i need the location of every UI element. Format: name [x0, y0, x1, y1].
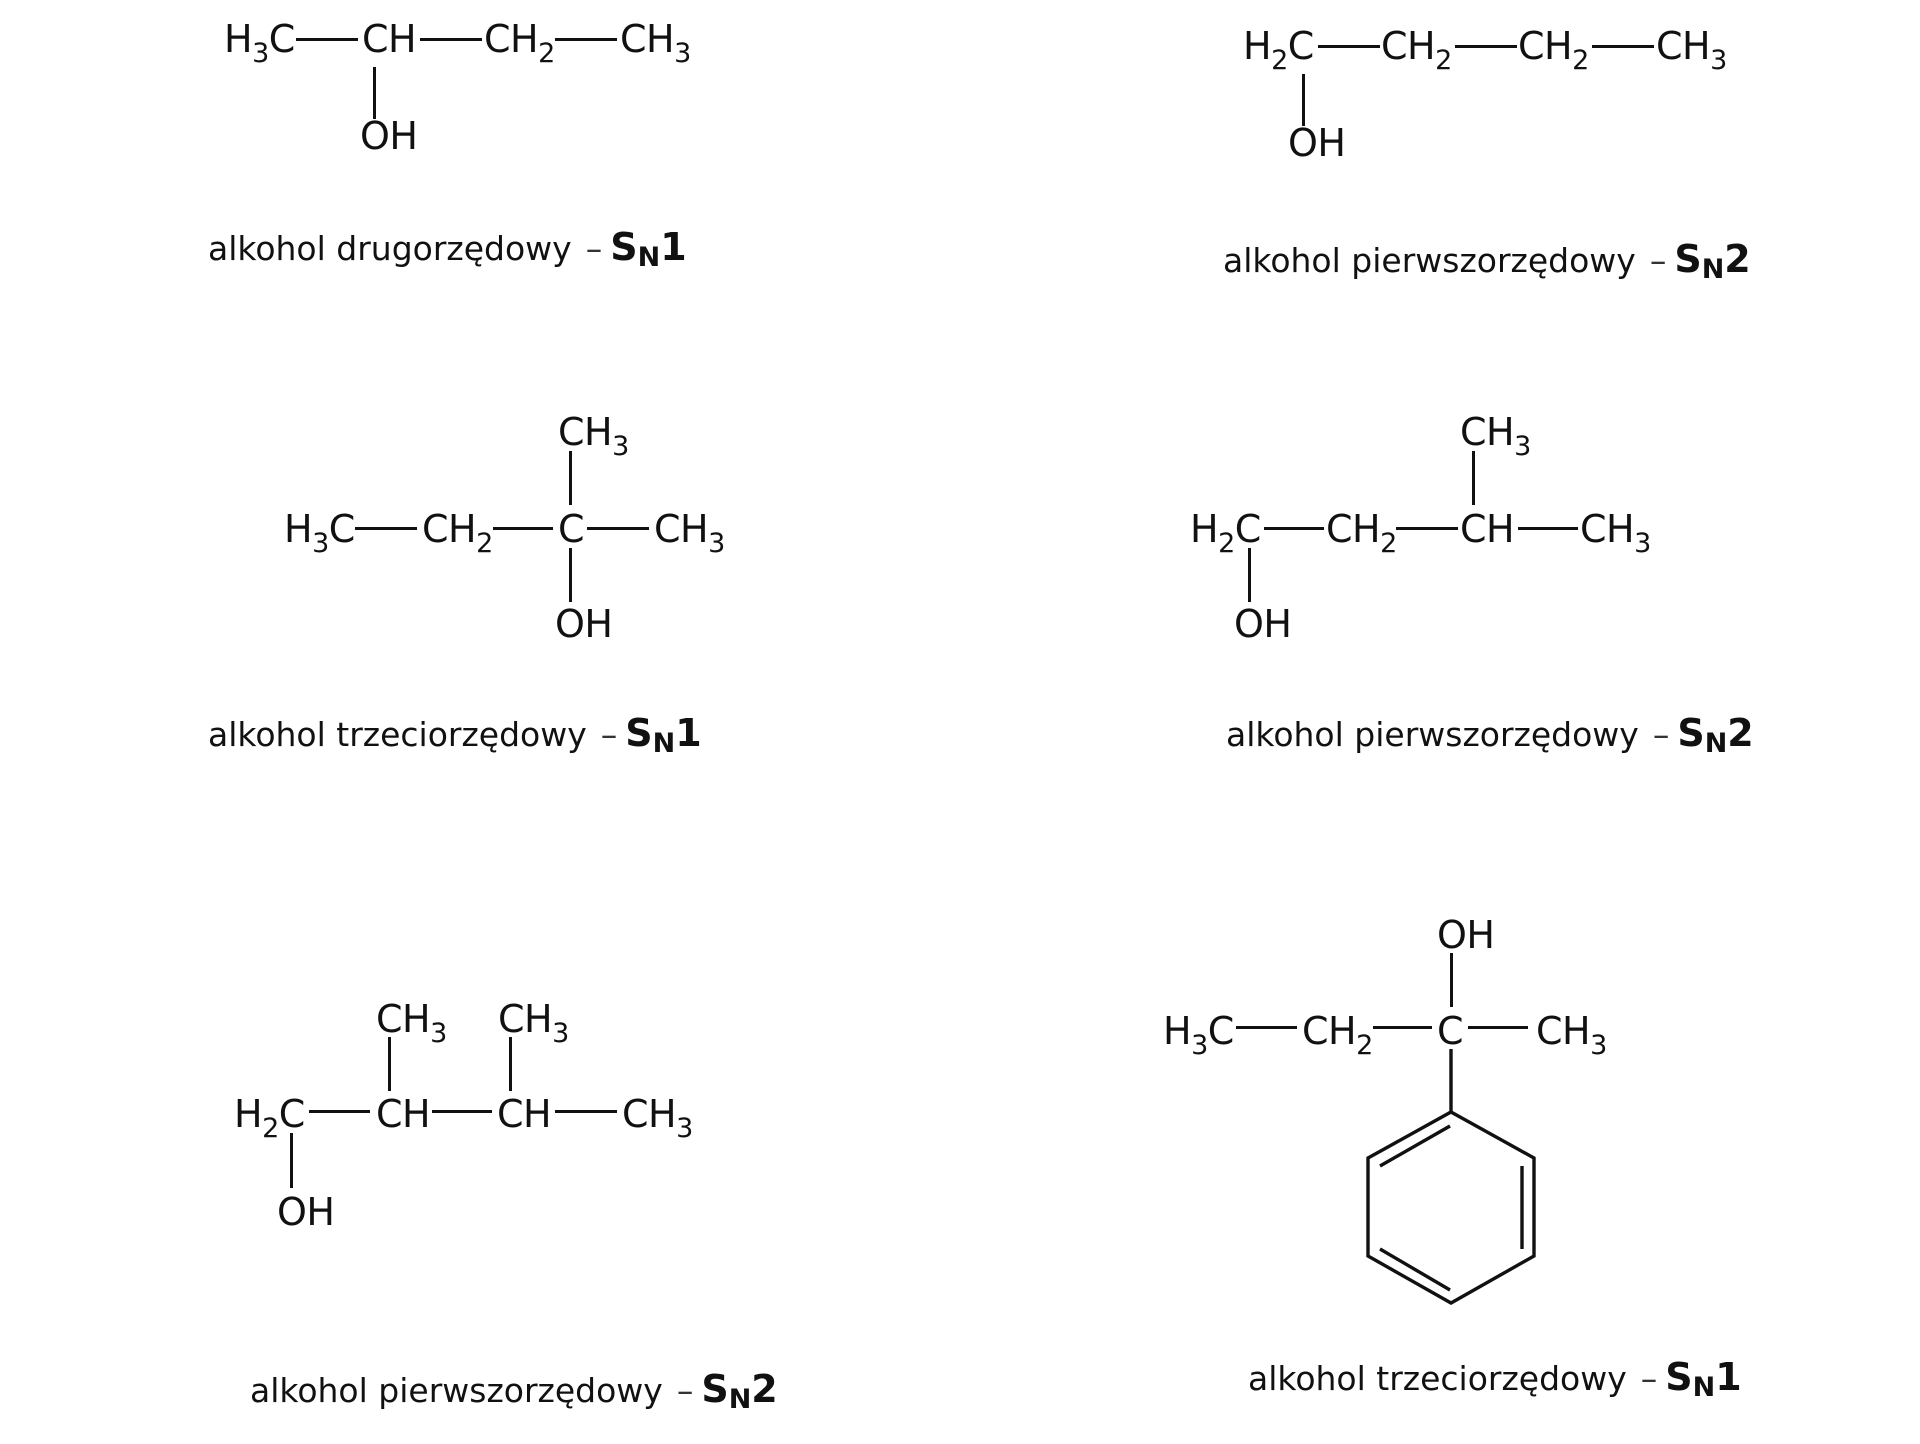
- bond: [1318, 45, 1380, 48]
- caption-alcohol-type: alkohol pierwszorzędowy–SN2: [250, 1367, 778, 1415]
- bond: [1373, 1026, 1432, 1029]
- bond: [1472, 451, 1475, 505]
- atom-h3c: H3C: [1163, 1009, 1234, 1061]
- mechanism-label: SN2: [1674, 237, 1751, 285]
- atom-h2c: H2C: [1243, 24, 1314, 76]
- bond: [569, 451, 572, 505]
- atom-oh: OH: [1437, 913, 1495, 957]
- atom-ch3: CH3: [654, 507, 725, 559]
- bond: [388, 1037, 391, 1091]
- bond: [1396, 527, 1458, 530]
- atom-ch: CH: [1460, 507, 1515, 551]
- bond: [1455, 45, 1517, 48]
- atom-oh: OH: [360, 114, 418, 158]
- atom-ch3: CH3: [1580, 507, 1651, 559]
- atom-c: C: [558, 507, 585, 551]
- bond: [587, 527, 649, 530]
- caption-alcohol-type: alkohol pierwszorzędowy–SN2: [1226, 711, 1754, 759]
- atom-ch3: CH3: [620, 17, 691, 69]
- bond: [493, 527, 553, 530]
- atom-ch: CH: [376, 1092, 431, 1136]
- atom-ch3: CH3: [622, 1092, 693, 1144]
- atom-ch2: CH2: [422, 507, 493, 559]
- mechanism-label: SN1: [610, 225, 687, 273]
- atom-h3c: H3C: [284, 507, 355, 559]
- bond: [1450, 953, 1453, 1007]
- atom-ch3-top-1: CH3: [376, 997, 447, 1049]
- atom-ch3-top: CH3: [1460, 410, 1531, 462]
- bond: [555, 1110, 617, 1113]
- atom-ch: CH: [362, 17, 417, 61]
- bond: [420, 38, 482, 41]
- bond: [1592, 45, 1654, 48]
- atom-ch2: CH2: [1518, 24, 1589, 76]
- bond: [1518, 527, 1578, 530]
- bond: [1248, 548, 1251, 602]
- bond: [1302, 74, 1305, 126]
- bond: [296, 38, 358, 41]
- atom-h2c: H2C: [234, 1092, 305, 1144]
- bond: [290, 1133, 293, 1188]
- atom-h3c: H3C: [224, 17, 295, 69]
- atom-ch2: CH2: [1381, 24, 1452, 76]
- caption-alcohol-type: alkohol pierwszorzędowy–SN2: [1223, 237, 1751, 285]
- atom-ch2: CH2: [1326, 507, 1397, 559]
- bond: [1264, 527, 1324, 530]
- bond: [509, 1037, 512, 1091]
- mechanism-label: SN1: [1665, 1355, 1742, 1403]
- bond: [373, 67, 376, 119]
- atom-ch3: CH3: [1656, 24, 1727, 76]
- mechanism-label: SN2: [701, 1367, 778, 1415]
- atom-oh: OH: [277, 1190, 335, 1234]
- bond: [355, 527, 417, 530]
- atom-ch3: CH3: [1536, 1009, 1607, 1061]
- atom-oh: OH: [1234, 602, 1292, 646]
- atom-ch2: CH2: [1302, 1009, 1373, 1061]
- atom-ch3-top-2: CH3: [498, 997, 569, 1049]
- caption-alcohol-type: alkohol trzeciorzędowy–SN1: [1248, 1355, 1742, 1403]
- atom-h2c: H2C: [1190, 507, 1261, 559]
- atom-ch2: CH2: [484, 17, 555, 69]
- atom-c: C: [1437, 1009, 1464, 1053]
- caption-alcohol-type: alkohol trzeciorzędowy–SN1: [208, 711, 702, 759]
- atom-oh: OH: [1288, 121, 1346, 165]
- caption-alcohol-type: alkohol drugorzędowy–SN1: [208, 225, 687, 273]
- mechanism-label: SN1: [625, 711, 702, 759]
- bond: [569, 548, 572, 602]
- atom-oh: OH: [555, 602, 613, 646]
- bond: [1236, 1026, 1297, 1029]
- bond: [555, 38, 617, 41]
- bond: [432, 1110, 492, 1113]
- mechanism-label: SN2: [1677, 711, 1754, 759]
- bond: [309, 1110, 370, 1113]
- atom-ch3-top: CH3: [558, 410, 629, 462]
- bond: [1468, 1026, 1528, 1029]
- atom-ch: CH: [497, 1092, 552, 1136]
